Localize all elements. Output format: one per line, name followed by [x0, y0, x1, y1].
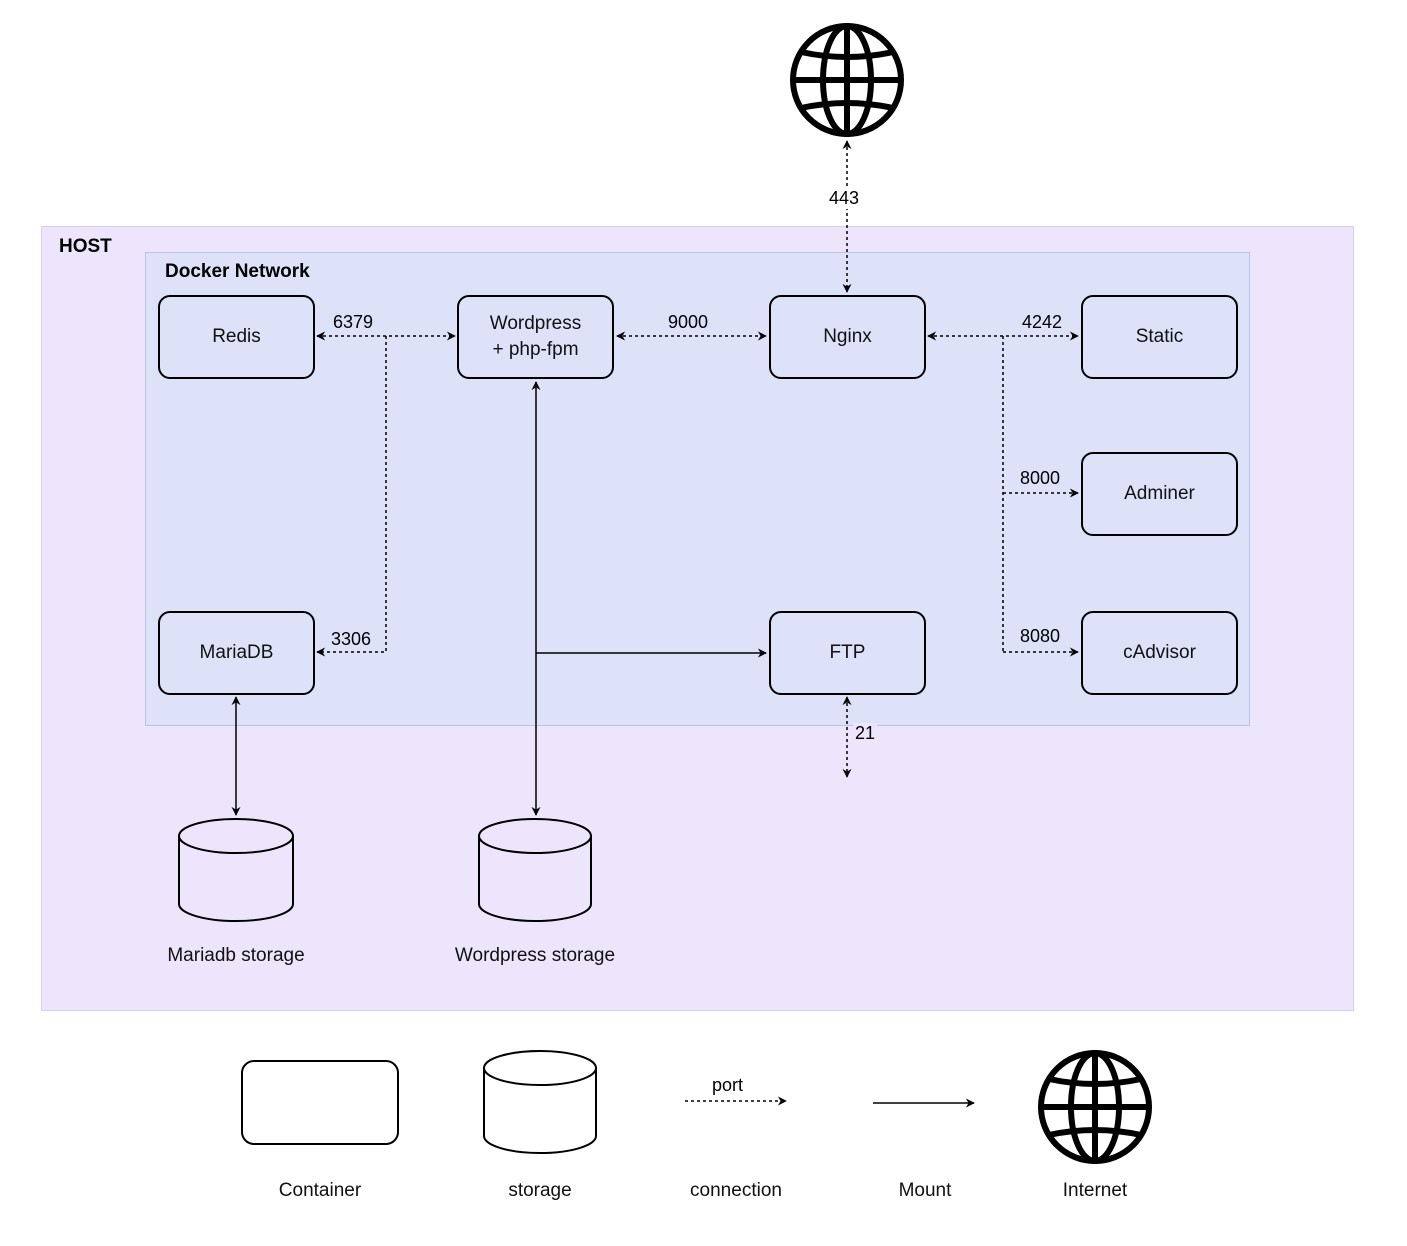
- legend-globe-icon: [1038, 1050, 1152, 1164]
- legend-storage-label: storage: [508, 1180, 572, 1201]
- legend-container-label: Container: [278, 1180, 362, 1201]
- port-label-ftp: 21: [853, 723, 878, 744]
- wordpress-container[interactable]: Wordpress + php-fpm: [457, 295, 614, 379]
- port-label-mariadb: 3306: [329, 629, 374, 650]
- mariadb-connection: [316, 336, 387, 657]
- host-title: HOST: [59, 236, 112, 257]
- globe-icon: [790, 23, 904, 137]
- legend-port-label: port: [712, 1075, 744, 1095]
- port-label-php-fpm: 9000: [666, 312, 711, 333]
- mariadb-storage-label: Mariadb storage: [167, 945, 305, 966]
- cadvisor-container[interactable]: cAdvisor: [1081, 611, 1238, 695]
- legend-container-icon: [241, 1060, 399, 1145]
- wordpress-storage-label: Wordpress storage: [454, 945, 616, 966]
- redis-container[interactable]: Redis: [158, 295, 315, 379]
- nginx-container[interactable]: Nginx: [769, 295, 926, 379]
- port-label-static: 4242: [1020, 312, 1065, 333]
- static-container[interactable]: Static: [1081, 295, 1238, 379]
- legend-mount-label: Mount: [898, 1180, 952, 1201]
- legend-storage-icon: [483, 1050, 597, 1154]
- ftp-container[interactable]: FTP: [769, 611, 926, 695]
- wordpress-storage-icon: [478, 818, 592, 922]
- port-label-redis: 6379: [331, 312, 376, 333]
- port-label-cadvisor: 8080: [1018, 626, 1063, 647]
- mariadb-container[interactable]: MariaDB: [158, 611, 315, 695]
- adminer-container[interactable]: Adminer: [1081, 452, 1238, 536]
- port-label-internet: 443: [827, 188, 862, 209]
- mariadb-storage-icon: [178, 818, 294, 922]
- port-label-adminer: 8000: [1018, 468, 1063, 489]
- docker-network-title: Docker Network: [165, 261, 310, 282]
- legend-internet-label: Internet: [1062, 1180, 1128, 1201]
- legend-connection-label: connection: [690, 1180, 782, 1201]
